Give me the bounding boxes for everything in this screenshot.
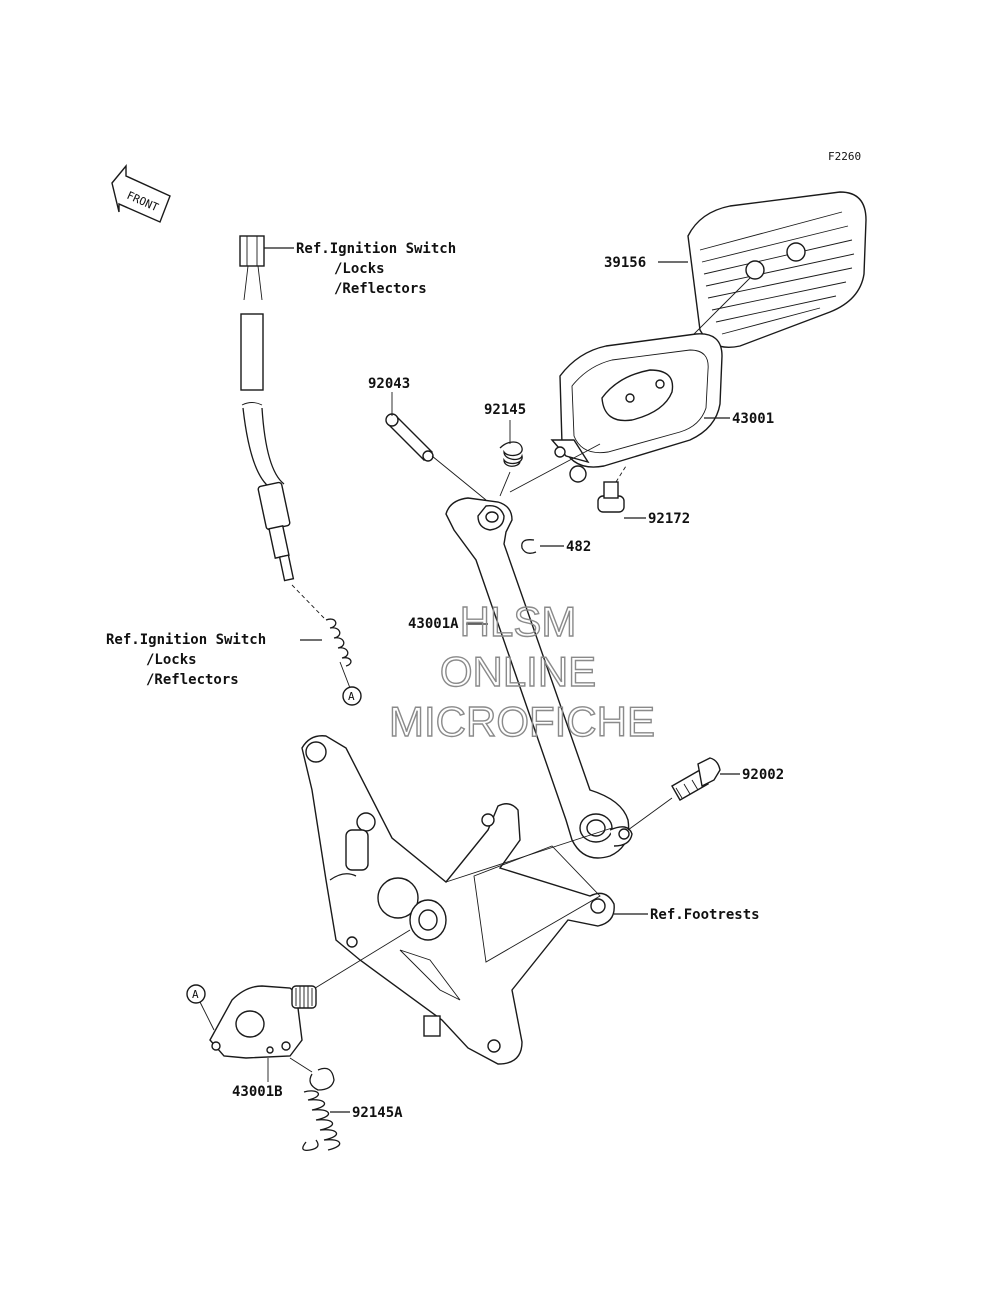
label-92172: 92172 — [648, 511, 690, 527]
ref-footrests: Ref.Footrests — [650, 907, 760, 923]
label-43001a: 43001A — [408, 616, 459, 632]
bolt-92172 — [597, 481, 625, 513]
switch-spring — [325, 618, 352, 667]
pedal-cover-plate — [550, 333, 723, 483]
marker-a-bottom-label: A — [192, 988, 199, 1001]
label-39156: 39156 — [604, 255, 646, 271]
pedal-rubber-pad — [687, 191, 867, 348]
label-92145: 92145 — [484, 402, 526, 418]
ref-ignition-switch-top: Ref.Ignition Switch — [296, 241, 456, 257]
ref-reflectors-top: /Reflectors — [334, 281, 427, 297]
marker-a-bottom — [186, 984, 206, 1004]
marker-a-top-label: A — [348, 690, 355, 703]
watermark-line1: HLSM — [460, 598, 577, 645]
spring-92145 — [499, 441, 523, 467]
marker-a-top — [342, 686, 362, 706]
bolt-92002 — [671, 757, 721, 801]
label-43001: 43001 — [732, 411, 774, 427]
diagram-code: F2260 — [828, 150, 861, 163]
label-482: 482 — [566, 539, 591, 555]
front-arrow-icon: FRONT — [111, 164, 171, 223]
ref-locks-left: /Locks — [146, 652, 197, 668]
ref-ignition-switch-left: Ref.Ignition Switch — [106, 632, 266, 648]
clip-482 — [521, 539, 537, 554]
pin-92043 — [385, 413, 434, 462]
label-92145a: 92145A — [352, 1105, 403, 1121]
watermark: HLSM ONLINE MICROFICHE — [388, 597, 655, 745]
label-92043: 92043 — [368, 376, 410, 392]
watermark-line2: ONLINE — [440, 648, 596, 695]
spring-92145a — [302, 1067, 341, 1151]
brake-switch-connector — [239, 235, 295, 582]
watermark-line3: MICROFICHE — [389, 698, 655, 745]
label-92002: 92002 — [742, 767, 784, 783]
ref-reflectors-left: /Reflectors — [146, 672, 239, 688]
footrest-bracket — [301, 735, 615, 1065]
label-43001b: 43001B — [232, 1084, 283, 1100]
lever-43001b — [209, 985, 317, 1059]
ref-locks-top: /Locks — [334, 261, 385, 277]
